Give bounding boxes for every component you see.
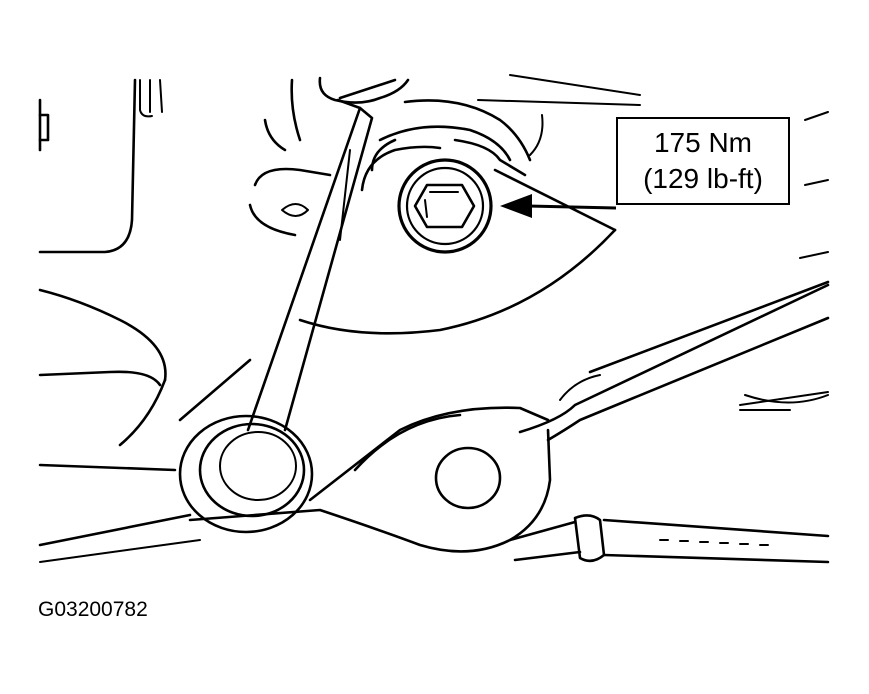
knuckle-body (290, 74, 641, 335)
torque-imperial-label: (129 lb-ft) (643, 163, 763, 194)
upper-left-bracket (38, 78, 163, 254)
arrow-left-icon (500, 194, 617, 218)
left-housing (38, 118, 332, 563)
stabilizer-link (178, 78, 397, 432)
lower-control-arm (188, 280, 830, 553)
right-edge-lines (799, 111, 829, 259)
brake-line (508, 514, 830, 564)
figure-id: G03200782 (38, 598, 148, 621)
hex-bolt-icon (397, 158, 493, 254)
torque-metric-label: 175 Nm (653, 127, 753, 158)
torque-callout: 175 Nm (129 lb-ft) (616, 117, 790, 205)
